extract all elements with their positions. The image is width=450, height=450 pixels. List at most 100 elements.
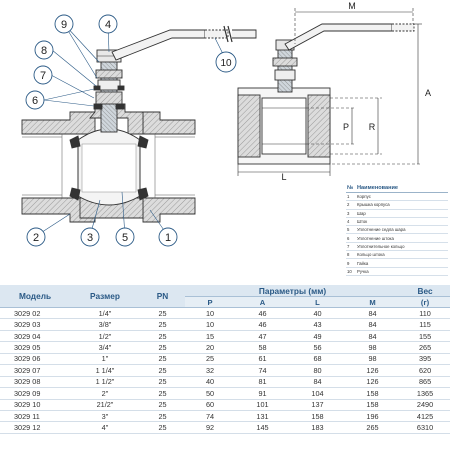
callout-7: 7 — [33, 65, 53, 85]
weight-cell: 395 — [400, 353, 450, 366]
p-cell: 10 — [185, 307, 235, 320]
callout-9: 9 — [54, 14, 74, 34]
legend-num: 7 — [347, 243, 350, 249]
col-params: Параметры (мм) — [185, 285, 401, 297]
l-cell: 158 — [290, 410, 345, 423]
svg-text:1: 1 — [165, 232, 171, 244]
size-cell: 3/8" — [70, 318, 140, 331]
p-cell: 60 — [185, 399, 235, 411]
svg-text:2: 2 — [33, 232, 39, 244]
legend-name: Уплотнение седла шара — [357, 227, 406, 233]
subcol-A: A — [235, 296, 290, 308]
m-cell: 126 — [345, 376, 401, 389]
pn-cell: 25 — [140, 376, 185, 389]
legend-row: 4 Шток — [346, 218, 448, 227]
legend-name: Шар — [357, 210, 366, 216]
legend-num: 1 — [347, 194, 350, 200]
model-cell: 3029 03 — [0, 318, 70, 331]
callouts: 9 4 8 7 6 2 3 5 — [25, 14, 237, 247]
legend-name: Кольцо штока — [357, 252, 385, 258]
pn-cell: 25 — [140, 341, 185, 354]
callout-3: 3 — [80, 227, 100, 247]
legend-num: 10 — [347, 268, 352, 274]
legend-name: Уплотнительное кольцо — [357, 243, 405, 249]
l-cell: 80 — [290, 364, 345, 377]
col-pn: PN — [140, 285, 185, 308]
l-cell: 56 — [290, 341, 345, 354]
m-cell: 196 — [345, 410, 401, 423]
size-cell: 21/2" — [70, 399, 140, 411]
p-cell: 50 — [185, 387, 235, 400]
legend-num: 2 — [347, 202, 350, 208]
pn-cell: 25 — [140, 330, 185, 343]
p-cell: 40 — [185, 376, 235, 389]
model-cell: 3029 02 — [0, 307, 70, 320]
callout-8: 8 — [34, 40, 54, 60]
m-cell: 126 — [345, 364, 401, 377]
dimension-labels: M A L P R — [281, 1, 431, 182]
legend-num: 9 — [347, 260, 350, 266]
legend-num: 8 — [347, 252, 350, 258]
model-cell: 3029 11 — [0, 410, 70, 423]
legend-num: 4 — [347, 219, 350, 225]
model-cell: 3029 08 — [0, 376, 70, 389]
p-cell: 25 — [185, 353, 235, 366]
a-cell: 58 — [235, 341, 290, 354]
size-cell: 4" — [70, 421, 140, 434]
weight-cell: 265 — [400, 341, 450, 354]
legend-name: Крышка корпуса — [357, 202, 390, 208]
a-cell: 91 — [235, 387, 290, 400]
subcol-P: P — [185, 296, 235, 308]
weight-cell: 155 — [400, 330, 450, 343]
l-cell: 40 — [290, 307, 345, 320]
pn-cell: 25 — [140, 307, 185, 320]
dim-L: L — [281, 172, 286, 182]
legend-num: 5 — [347, 227, 350, 233]
svg-text:6: 6 — [32, 95, 38, 107]
m-cell: 158 — [345, 387, 401, 400]
m-cell: 84 — [345, 330, 401, 343]
col-size: Размер — [70, 285, 140, 308]
m-cell: 84 — [345, 307, 401, 320]
pn-cell: 25 — [140, 410, 185, 423]
valve-drawing: 9 4 8 7 6 2 3 5 — [21, 1, 431, 247]
a-cell: 74 — [235, 364, 290, 377]
pn-cell: 25 — [140, 421, 185, 434]
legend-name: Корпус — [357, 194, 371, 200]
p-cell: 10 — [185, 318, 235, 331]
svg-text:3: 3 — [87, 232, 93, 244]
legend-num: 3 — [347, 210, 350, 216]
pn-cell: 25 — [140, 399, 185, 411]
p-cell: 74 — [185, 410, 235, 423]
legend-name: Шток — [357, 219, 368, 225]
weight-cell: 2490 — [400, 399, 450, 411]
weight-cell: 4125 — [400, 410, 450, 423]
l-cell: 43 — [290, 318, 345, 331]
a-cell: 131 — [235, 410, 290, 423]
weight-cell: 1365 — [400, 387, 450, 400]
a-cell: 47 — [235, 330, 290, 343]
size-cell: 1 1/4" — [70, 364, 140, 377]
l-cell: 183 — [290, 421, 345, 434]
callout-5: 5 — [115, 227, 135, 247]
legend-row: 7 Уплотнительное кольцо — [346, 243, 448, 252]
dim-P: P — [343, 122, 349, 132]
size-cell: 1" — [70, 353, 140, 366]
p-cell: 32 — [185, 364, 235, 377]
legend-row: 8 Кольцо штока — [346, 251, 448, 260]
model-cell: 3029 05 — [0, 341, 70, 354]
size-cell: 2" — [70, 387, 140, 400]
p-cell: 20 — [185, 341, 235, 354]
weight-cell: 865 — [400, 376, 450, 389]
callout-1: 1 — [158, 227, 178, 247]
legend-row: 5 Уплотнение седла шара — [346, 226, 448, 235]
side-view — [237, 23, 415, 165]
a-cell: 46 — [235, 318, 290, 331]
col-weight-unit: (г) — [400, 296, 450, 308]
p-cell: 15 — [185, 330, 235, 343]
